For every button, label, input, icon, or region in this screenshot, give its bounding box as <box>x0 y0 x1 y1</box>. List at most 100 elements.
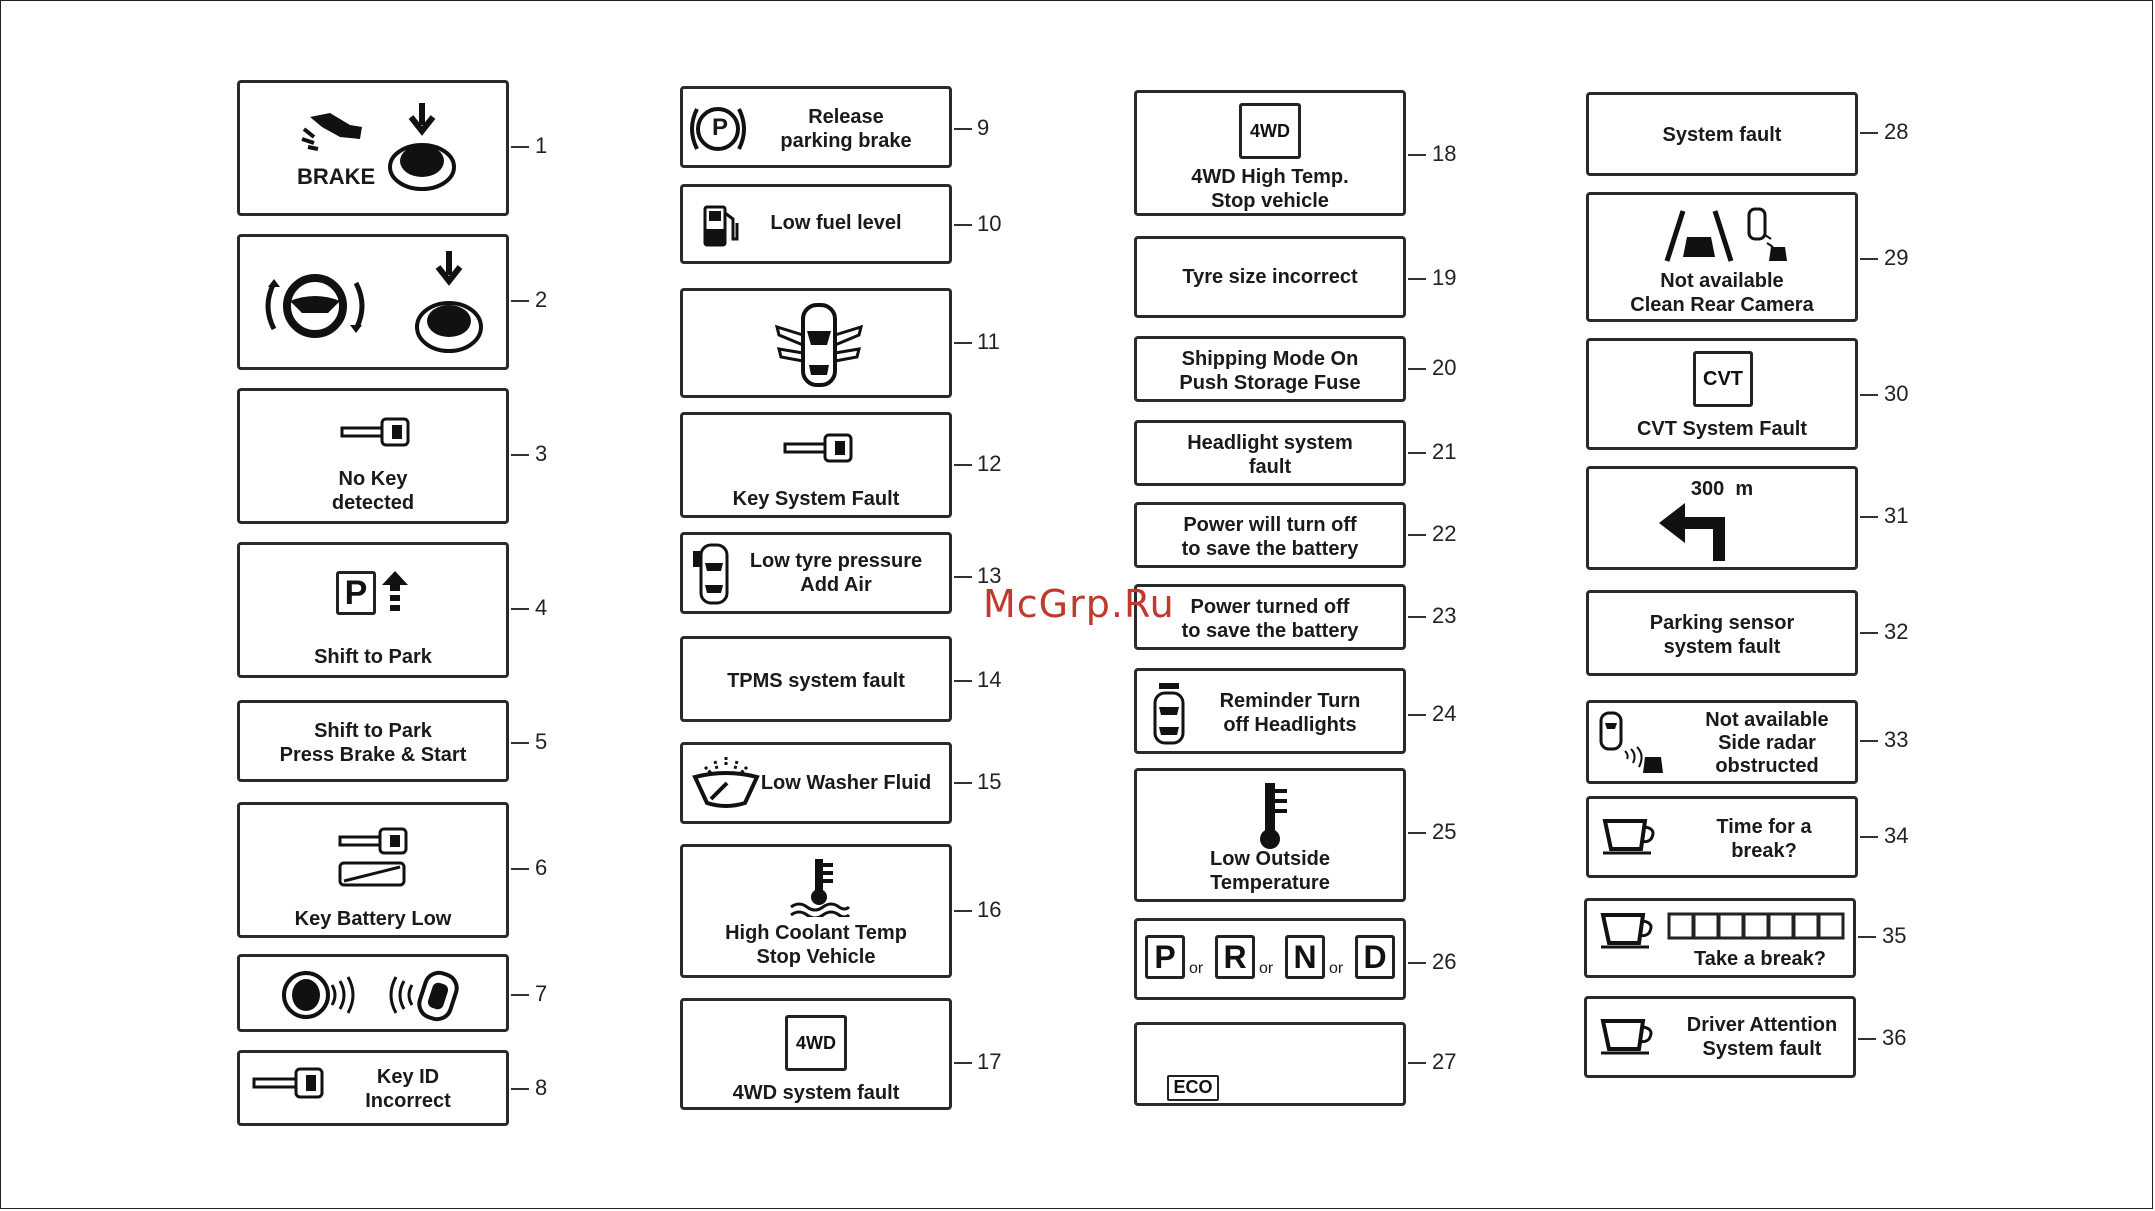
break-level-bar <box>1667 912 1845 940</box>
message-text: Low tyre pressure Add Air <box>749 550 923 596</box>
callout-line <box>1408 452 1426 454</box>
message-box-7 <box>237 954 509 1032</box>
message-box-32: Parking sensor system fault <box>1586 590 1858 676</box>
message-box-10: Low fuel level <box>680 184 952 264</box>
car-doors-open-icon <box>774 303 864 387</box>
message-text: CVT System Fault <box>1636 418 1808 440</box>
arrow-up-icon <box>382 571 408 611</box>
message-box-8: Key ID Incorrect <box>237 1050 509 1126</box>
callout-line <box>511 994 529 996</box>
callout-number: 12 <box>977 451 1002 476</box>
callout-number: 1 <box>535 133 548 158</box>
4wd-icon: 4WD <box>1239 103 1301 159</box>
callout-number: 24 <box>1432 701 1457 726</box>
callout-number: 17 <box>977 1049 1002 1074</box>
message-text: Headlight system fault <box>1187 432 1353 478</box>
callout-number: 14 <box>977 667 1002 692</box>
callout-number: 36 <box>1882 1025 1907 1050</box>
message-box-1: BRAKE <box>237 80 509 216</box>
break-level-segment <box>1667 912 1695 940</box>
message-box-17: 4WD 4WD system fault <box>680 998 952 1110</box>
callout-line <box>1408 1062 1426 1064</box>
callout-number: 7 <box>535 981 548 1006</box>
callout-number: 23 <box>1432 603 1457 628</box>
callout-number: 26 <box>1432 949 1457 974</box>
message-text: Power turned off to save the battery <box>1181 596 1359 642</box>
callout-number: 5 <box>535 729 548 754</box>
message-box-15: Low Washer Fluid <box>680 742 952 824</box>
message-box-36: Driver Attention System fault <box>1584 996 1856 1078</box>
callout-line <box>511 146 529 148</box>
callout-number: 21 <box>1432 439 1457 464</box>
message-box-4: P Shift to Park <box>237 542 509 678</box>
message-box-33: Not available Side radar obstructed <box>1586 700 1858 784</box>
message-text: 4WD High Temp. Stop vehicle <box>1191 166 1349 212</box>
message-text: Take a break? <box>1694 948 1826 970</box>
callout-line <box>511 300 529 302</box>
break-level-segment <box>1792 912 1820 940</box>
callout-line <box>1858 1038 1876 1040</box>
navigation-distance: 300 m <box>1690 478 1754 500</box>
push-button-icon <box>388 103 456 191</box>
message-text: Low Washer Fluid <box>760 772 932 794</box>
brake-label: BRAKE <box>297 164 376 189</box>
message-box-30: CVT CVT System Fault <box>1586 338 1858 450</box>
callout-number: 19 <box>1432 265 1457 290</box>
message-box-35: Take a break? <box>1584 898 1856 978</box>
message-box-19: Tyre size incorrect <box>1134 236 1406 318</box>
message-text: Tyre size incorrect <box>1182 266 1358 288</box>
parking-brake-p-glyph: P <box>711 114 728 141</box>
message-box-23: Power turned off to save the battery <box>1134 584 1406 650</box>
message-box-3: No Key detected <box>237 388 509 524</box>
callout-number: 15 <box>977 769 1002 794</box>
callout-number: 34 <box>1884 823 1909 848</box>
or-label: or <box>1259 960 1274 977</box>
message-text: Driver Attention System fault <box>1686 1014 1838 1060</box>
key-icon <box>783 433 853 463</box>
callout-number: 32 <box>1884 619 1909 644</box>
parking-brake-icon <box>690 107 746 151</box>
message-box-11 <box>680 288 952 398</box>
message-box-29: Not available Clean Rear Camera <box>1586 192 1858 322</box>
thermometer-icon <box>1260 783 1287 849</box>
callout-line <box>1408 714 1426 716</box>
message-box-28: System fault <box>1586 92 1858 176</box>
message-box-20: Shipping Mode On Push Storage Fuse <box>1134 336 1406 402</box>
message-text: TPMS system fault <box>727 670 905 692</box>
callout-line <box>1408 832 1426 834</box>
park-icon: P <box>336 571 376 615</box>
message-box-27: ECO <box>1134 1022 1406 1106</box>
gear-p-icon: P <box>1145 935 1185 979</box>
or-label: or <box>1329 960 1344 977</box>
message-box-22: Power will turn off to save the battery <box>1134 502 1406 568</box>
rear-camera-lanes-icon <box>1664 207 1787 262</box>
message-text: Shipping Mode On Push Storage Fuse <box>1179 348 1361 394</box>
message-text: Reminder Turn off Headlights <box>1219 690 1361 736</box>
message-box-5: Shift to Park Press Brake & Start <box>237 700 509 782</box>
message-box-21: Headlight system fault <box>1134 420 1406 486</box>
key-icon <box>252 1067 324 1099</box>
callout-number: 10 <box>977 211 1002 236</box>
break-level-segment <box>1742 912 1770 940</box>
callout-number: 3 <box>535 441 548 466</box>
break-level-segment <box>1717 912 1745 940</box>
callout-number: 25 <box>1432 819 1457 844</box>
message-text: High Coolant Temp Stop Vehicle <box>725 922 907 968</box>
callout-number: 8 <box>535 1075 548 1100</box>
message-text: Not available Side radar obstructed <box>1705 709 1829 777</box>
callout-line <box>511 454 529 456</box>
key-battery-icon <box>338 827 408 887</box>
callout-line <box>1860 132 1878 134</box>
callout-number: 30 <box>1884 381 1909 406</box>
message-text: Shift to Park <box>314 646 432 668</box>
gear-d-icon: D <box>1355 935 1395 979</box>
4wd-icon: 4WD <box>785 1015 847 1071</box>
callout-line <box>954 576 972 578</box>
callout-line <box>1408 154 1426 156</box>
push-button-icon <box>415 251 483 353</box>
message-box-24: Reminder Turn off Headlights <box>1134 668 1406 754</box>
message-box-34: Time for a break? <box>1586 796 1858 878</box>
callout-line <box>954 224 972 226</box>
fuel-pump-icon <box>703 205 739 247</box>
